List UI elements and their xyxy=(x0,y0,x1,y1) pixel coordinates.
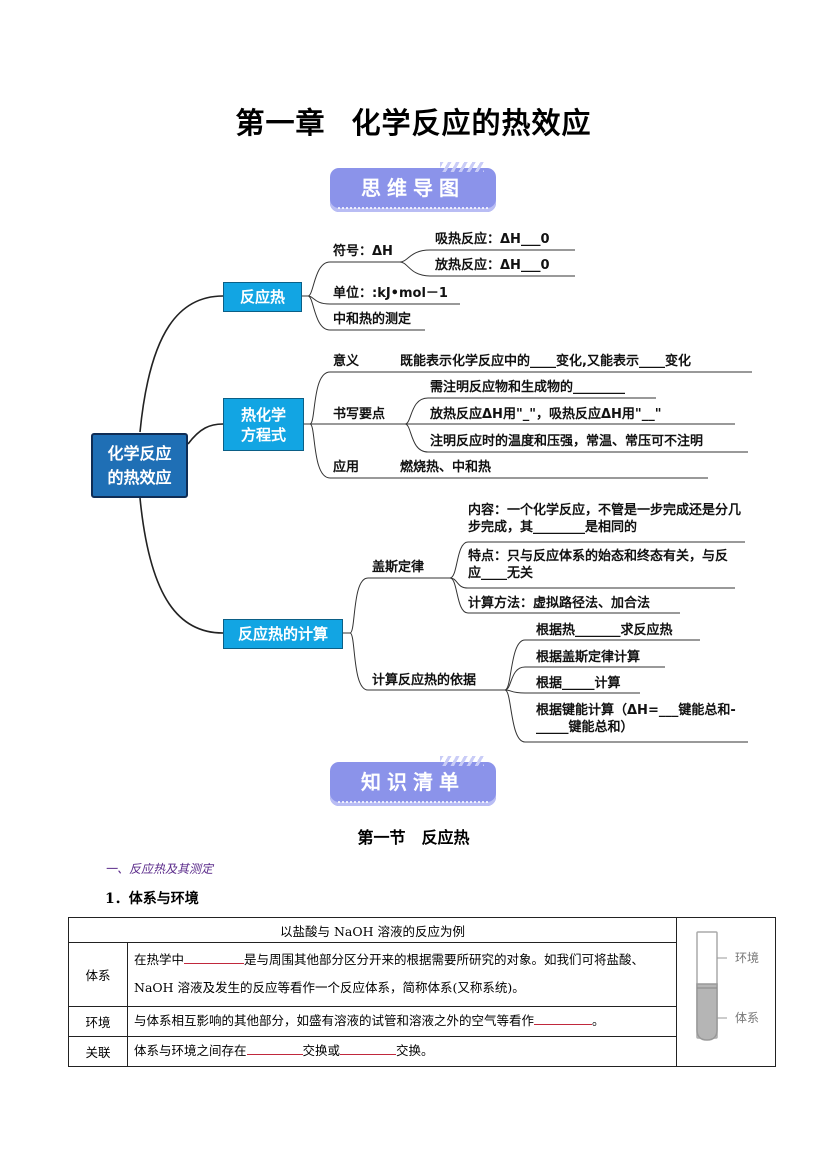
root-label-line1: 化学反应 xyxy=(107,443,172,463)
branch-label-line2: 方程式 xyxy=(240,425,286,444)
test-tube-figure-cell: 环境 体系 xyxy=(676,917,776,1067)
leaf-unit: 单位：:kJ•mol－1 xyxy=(333,286,448,301)
leaf-meaning: 意义 xyxy=(333,354,360,369)
text-part: 与体系相互影响的其他部分，如盛有溶液的试管和溶液之外的空气等看作 xyxy=(134,1013,535,1029)
fill-in-blank[interactable] xyxy=(534,1012,593,1026)
leaf-basis-2: 根据盖斯定律计算 xyxy=(536,650,641,665)
table-row: 体系 在热学中是与周围其他部分区分开来的根据需要所研究的对象。如我们可将盐酸、N… xyxy=(68,942,776,1007)
leaf-endothermic: 吸热反应：ΔH___0 xyxy=(435,232,550,247)
branch-node-heat-calculation: 反应热的计算 xyxy=(223,619,343,649)
chapter-number: 第一章 xyxy=(235,106,326,140)
banner-stripes xyxy=(440,756,484,766)
leaf-writing-3: 注明反应时的温度和压强，常温、常压可不注明 xyxy=(430,434,704,449)
knowledge-banner: 知识清单 xyxy=(330,756,496,806)
text-part: 是与周围其他部分区分开来的根据需要所研究的对象。如我们可将盐酸、NaOH 溶液及… xyxy=(134,952,645,996)
leaf-application-detail: 燃烧热、中和热 xyxy=(400,460,492,475)
connector-b2-application xyxy=(309,423,708,479)
figure-label-system: 体系 xyxy=(735,1011,759,1025)
leaf-calc-basis: 计算反应热的依据 xyxy=(372,673,477,688)
test-tube-figure: 环境 体系 xyxy=(696,931,759,1041)
connector-b3-h1 xyxy=(449,541,745,579)
section-title: 第一节 反应热 xyxy=(357,828,470,847)
leaf-basis-3: 根据_____计算 xyxy=(536,676,621,691)
connector-b3-h3 xyxy=(449,577,680,614)
text-part: 交换。 xyxy=(396,1043,434,1059)
table-header-row: 以盐酸与 NaOH 溶液的反应为例 环境 体系 xyxy=(68,917,776,1067)
table-header: 以盐酸与 NaOH 溶液的反应为例 xyxy=(68,917,677,943)
knowledge-banner-label: 知识清单 xyxy=(361,770,465,794)
leaf-application: 应用 xyxy=(333,460,360,475)
connector-b3-hess xyxy=(343,577,450,634)
text-part: 。 xyxy=(592,1013,605,1029)
branch-label-line1: 热化学 xyxy=(240,405,286,424)
leaf-hess-content: 内容：一个化学反应，不管是一步完成还是分几步完成，其________是相同的 xyxy=(468,503,742,535)
leaf-writing-2: 放热反应ΔH用"_"，吸热反应ΔH用"__" xyxy=(430,407,662,422)
leaf-symbol: 符号：ΔH xyxy=(333,244,393,259)
fill-in-blank[interactable] xyxy=(246,1042,303,1056)
branch-node-thermochemical-equation: 热化学 方程式 xyxy=(223,398,304,451)
connector-b1-exo xyxy=(399,261,575,277)
root-label-line2: 的热效应 xyxy=(107,467,172,487)
branch-label: 反应热 xyxy=(239,288,285,306)
text-part: 交换或 xyxy=(302,1043,341,1059)
leaf-meaning-detail: 既能表示化学反应中的____变化,又能表示____变化 xyxy=(400,354,691,369)
leaf-basis-1: 根据热_______求反应热 xyxy=(536,623,673,638)
leaf-exothermic: 放热反应：ΔH___0 xyxy=(435,258,550,273)
mindmap-connectors xyxy=(139,249,752,743)
system-environment-table: 以盐酸与 NaOH 溶液的反应为例 环境 体系 体系 在热学中是与周围其他部分区… xyxy=(68,917,776,1068)
table-row: 环境 与体系相互影响的其他部分，如盛有溶液的试管和溶液之外的空气等看作 。 xyxy=(68,1005,776,1037)
leaf-neutralization: 中和热的测定 xyxy=(333,312,412,327)
chapter-name: 化学反应的热效应 xyxy=(351,106,592,140)
banner-stripes xyxy=(440,162,484,172)
row-content: 在热学中是与周围其他部分区分开来的根据需要所研究的对象。如我们可将盐酸、NaOH… xyxy=(127,942,677,1007)
leaf-writing-points: 书写要点 xyxy=(333,407,386,422)
connector-b1-endo xyxy=(399,249,575,263)
table-row: 关联 体系与环境之间存在 交换或 交换。 xyxy=(68,1035,776,1068)
heading-level2: 1．体系与环境 xyxy=(105,891,199,907)
branch-node-reaction-heat: 反应热 xyxy=(223,282,302,312)
row-label: 环境 xyxy=(68,1005,128,1037)
branch-label: 反应热的计算 xyxy=(237,625,328,643)
figure-label-environment: 环境 xyxy=(735,950,759,965)
connector-b3-basis xyxy=(349,632,505,691)
chapter-title: 第一章化学反应的热效应 xyxy=(0,100,827,142)
connector-root-branch3 xyxy=(139,497,224,634)
connector-b1-neutral xyxy=(307,295,425,331)
leaf-hess-feature: 特点：只与反应体系的始态和终态有关，与反应____无关 xyxy=(468,549,729,581)
leaf-hess-law: 盖斯定律 xyxy=(372,560,425,575)
row-label: 关联 xyxy=(68,1035,128,1068)
text-part: 在热学中 xyxy=(134,952,185,968)
heading-level1: 一、反应热及其测定 xyxy=(105,862,214,876)
banner-dots xyxy=(338,207,488,209)
banner-dots xyxy=(338,801,488,803)
connector-b3-c4 xyxy=(504,689,748,743)
leaf-writing-1: 需注明反应物和生成物的________ xyxy=(430,380,626,395)
mindmap-banner: 思维导图 xyxy=(330,162,496,212)
mindmap-root-node: 化学反应 的热效应 xyxy=(91,433,188,498)
connector-b2-w3 xyxy=(404,423,748,453)
connector-root-branch2 xyxy=(187,423,224,445)
row-content: 与体系相互影响的其他部分，如盛有溶液的试管和溶液之外的空气等看作 。 xyxy=(127,1005,677,1037)
connector-b2-w1 xyxy=(404,397,656,425)
connector-b3-c2 xyxy=(504,666,665,691)
leaf-basis-4: 根据键能计算（ΔH=___键能总和-_____键能总和） xyxy=(536,703,736,735)
connector-b3-c3 xyxy=(504,689,640,694)
text-part: 体系与环境之间存在 xyxy=(134,1043,247,1059)
fill-in-blank[interactable] xyxy=(340,1042,397,1056)
row-label: 体系 xyxy=(68,942,128,1007)
connector-root-branch1 xyxy=(139,295,224,433)
leaf-hess-method: 计算方法：虚拟路径法、加合法 xyxy=(468,596,651,611)
mindmap-banner-label: 思维导图 xyxy=(361,176,465,200)
test-tube-liquid xyxy=(696,983,718,1041)
connector-b1-unit xyxy=(307,295,460,305)
fill-in-blank[interactable] xyxy=(184,951,245,965)
row-content: 体系与环境之间存在 交换或 交换。 xyxy=(127,1035,677,1068)
